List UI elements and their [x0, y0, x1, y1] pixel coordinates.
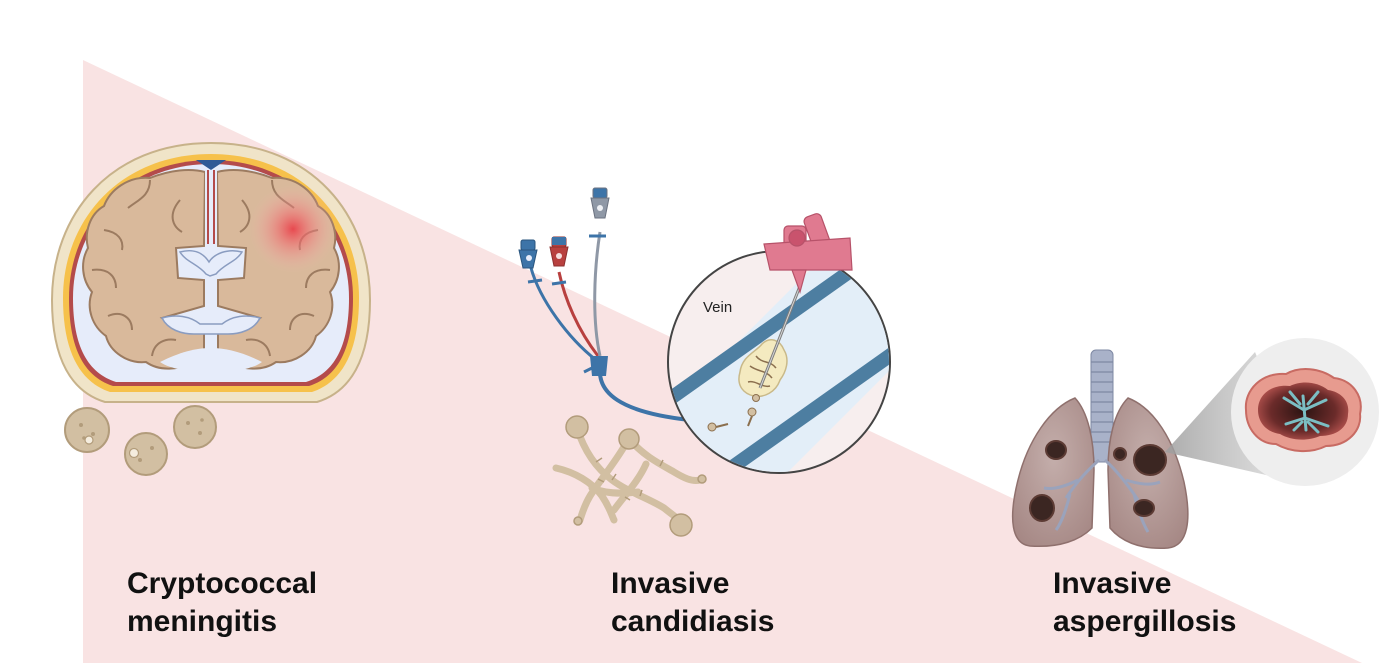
bottom-csf — [160, 348, 262, 373]
caption-invasive-candidiasis: Invasive candidiasis — [611, 565, 774, 641]
caption-line: Cryptococcal — [127, 567, 318, 600]
lung-lesions — [1029, 440, 1167, 522]
yeast-cell — [124, 432, 168, 476]
longitudinal-fissure — [205, 168, 217, 246]
caption-line: meningitis — [127, 605, 278, 638]
caption-line: Invasive — [611, 567, 730, 600]
trachea — [1090, 349, 1114, 463]
candida-chlamydospores — [565, 415, 707, 537]
sylvian-basal-cistern — [160, 315, 262, 335]
superior-sagittal-sinus — [196, 160, 226, 170]
yeast-cell — [64, 407, 110, 453]
caption-line: candidiasis — [611, 605, 775, 638]
candida-hyphae-septa — [595, 457, 664, 501]
caption-invasive-aspergillosis: Invasive aspergillosis — [1053, 565, 1236, 641]
left-lung — [1011, 397, 1095, 548]
cavity-magnifier — [1231, 338, 1379, 486]
lungs-with-lesions — [1011, 349, 1189, 549]
cryptococcus-yeast-cells — [64, 405, 217, 476]
infection-focus — [249, 185, 337, 273]
third-ventricle — [208, 282, 214, 300]
caption-line: aspergillosis — [1053, 605, 1237, 638]
central-venous-catheter — [518, 187, 691, 422]
needle-hub — [763, 213, 853, 294]
vein-label: Vein — [703, 299, 732, 316]
caption-cryptococcal-meningitis: Cryptococcal meningitis — [127, 565, 317, 641]
yeast-cell — [173, 405, 217, 449]
aspergillus-hyphae — [1282, 390, 1330, 434]
caption-line: Invasive — [1053, 567, 1172, 600]
lateral-ventricles — [178, 250, 244, 277]
